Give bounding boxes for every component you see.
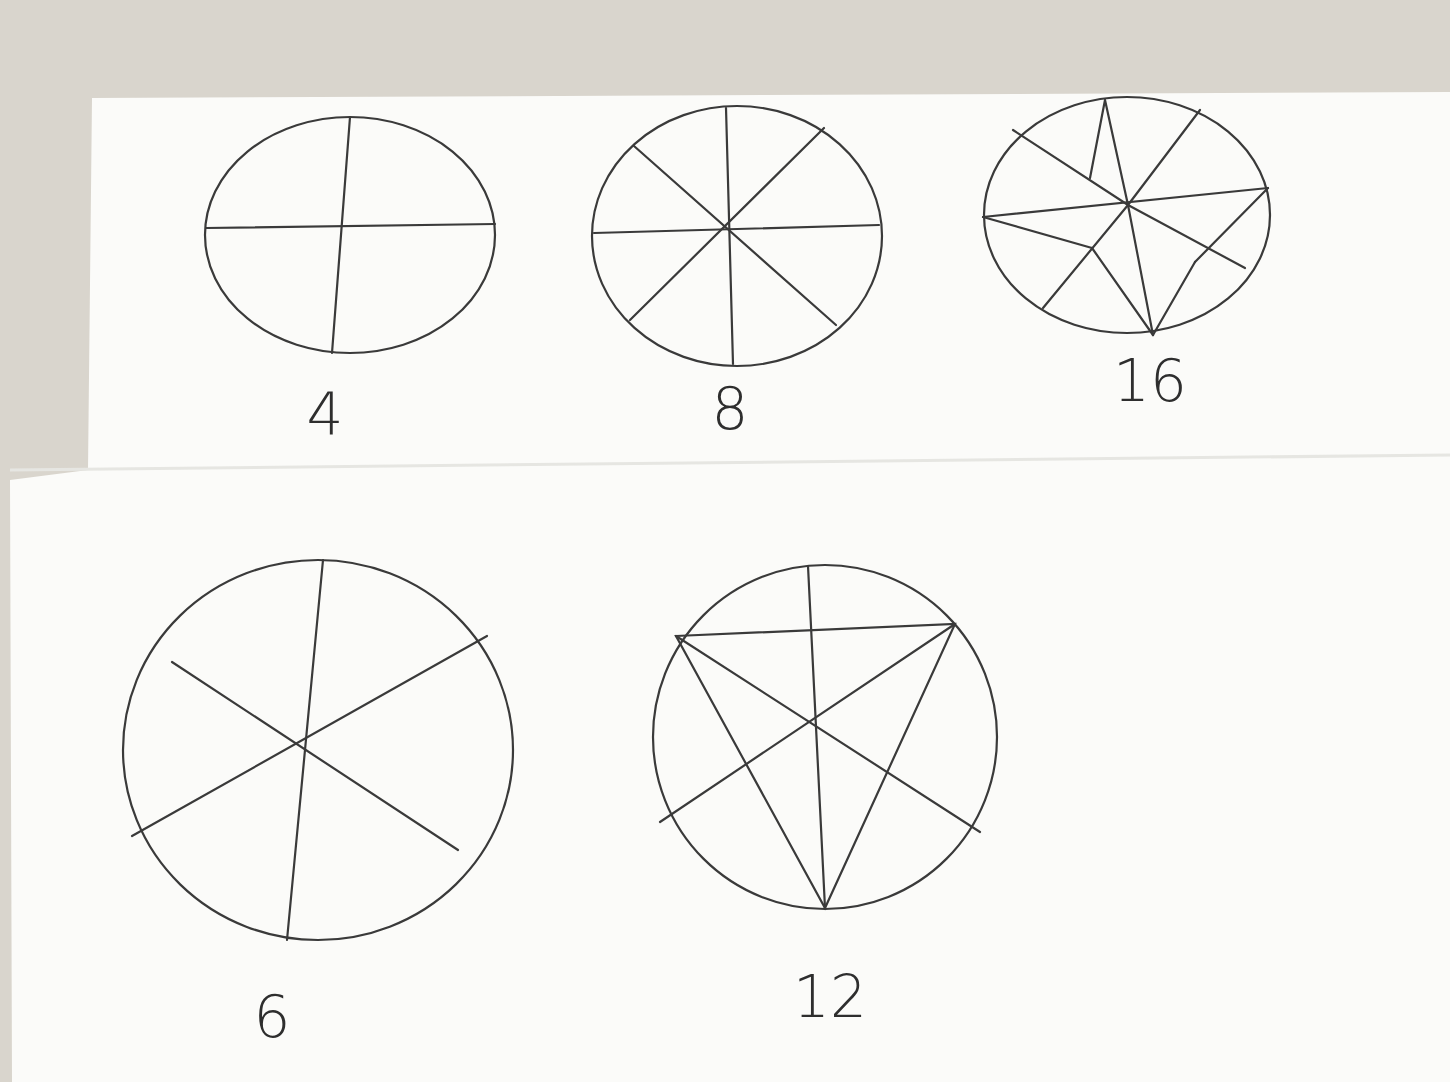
- divider-line: [172, 662, 458, 850]
- divider-line: [132, 636, 487, 836]
- paper-sheet: [10, 92, 1450, 1082]
- count-label: 16: [1113, 352, 1187, 410]
- star-lines: [983, 100, 1268, 335]
- divider-line: [594, 225, 879, 233]
- count-label: 8: [712, 380, 749, 438]
- circle-outline: [205, 117, 495, 353]
- circle-drawings: [123, 97, 1270, 940]
- count-label: 4: [307, 385, 344, 443]
- divider-line: [206, 224, 495, 228]
- circle-outline: [653, 565, 997, 909]
- divider-line: [726, 108, 733, 364]
- divider-line: [634, 146, 836, 325]
- divider-line: [332, 117, 350, 353]
- count-label: 12: [793, 968, 867, 1026]
- divider-line: [630, 128, 824, 320]
- star-lines: [660, 566, 980, 908]
- count-label: 6: [254, 988, 291, 1046]
- circle-outline: [592, 106, 882, 366]
- paper-fold: [10, 455, 1450, 470]
- circle-outline: [123, 560, 513, 940]
